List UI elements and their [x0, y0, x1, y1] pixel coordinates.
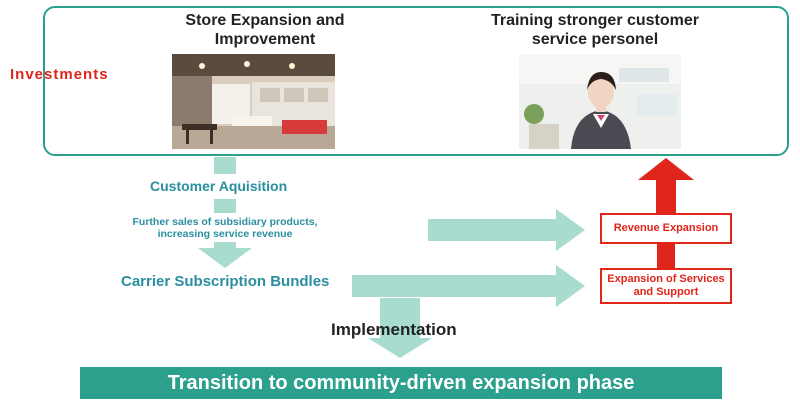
red-connector — [657, 244, 675, 268]
investments-label: Investments — [10, 66, 109, 83]
further-sales-label: Further sales of subsidiary products, in… — [132, 216, 318, 240]
connector-to-further-sales — [214, 199, 236, 213]
staff-photo — [519, 54, 681, 149]
implementation-label: Implementation — [331, 320, 457, 339]
training-title: Training stronger customer service perso… — [490, 12, 700, 48]
customer-acquisition-label: Customer Aquisition — [150, 178, 288, 194]
carrier-bundles-label: Carrier Subscription Bundles — [121, 273, 330, 290]
down-arrow-implementation — [368, 298, 432, 358]
services-expansion-box: Expansion of Services and Support — [600, 268, 732, 304]
right-arrow-revenue — [428, 209, 585, 251]
store-expansion-title: Store Expansion and Improvement — [185, 12, 345, 48]
revenue-expansion-box: Revenue Expansion — [600, 213, 732, 244]
store-photo — [172, 54, 335, 149]
transition-banner: Transition to community-driven expansion… — [80, 367, 722, 399]
red-up-arrow — [638, 158, 694, 213]
down-arrow-to-bundles — [198, 242, 252, 268]
right-arrow-services — [352, 265, 585, 307]
investments-box — [43, 6, 789, 156]
connector-to-acquisition — [214, 157, 236, 174]
